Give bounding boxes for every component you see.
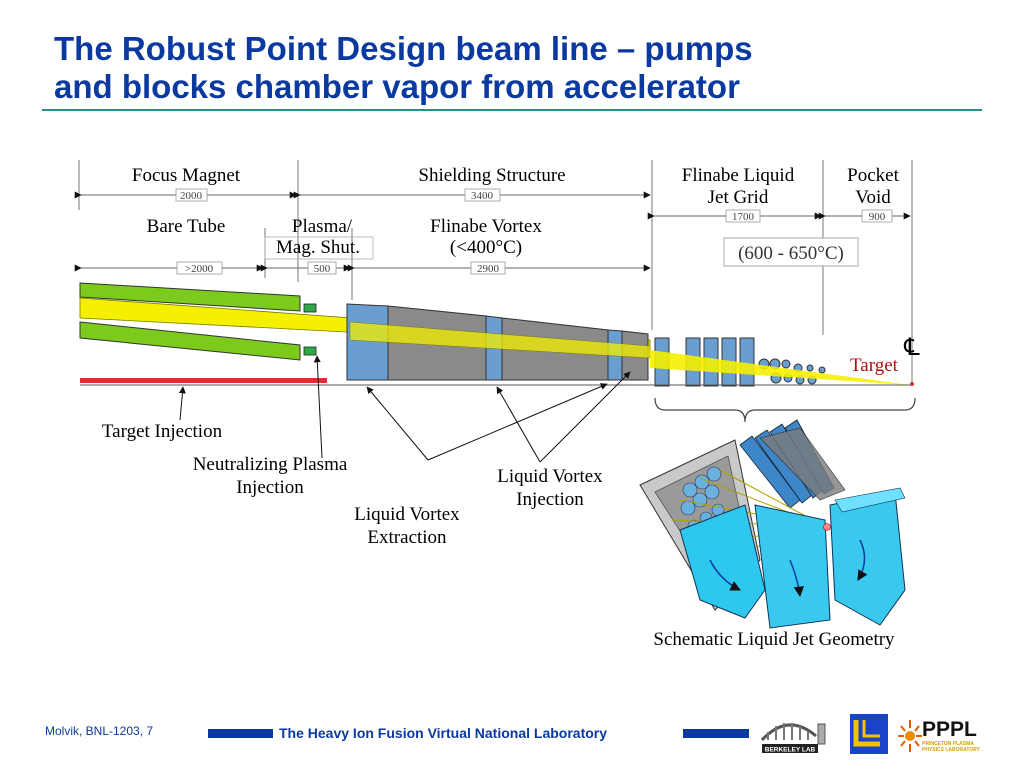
vortex-injection-label-line1: Liquid Vortex xyxy=(497,466,603,487)
title-rule xyxy=(42,109,982,111)
target-label: Target xyxy=(850,355,899,376)
pocket-void-label-line2: Void xyxy=(855,187,891,208)
vortex-label-line2: (<400°C) xyxy=(450,237,522,258)
top-dimension-lines xyxy=(74,191,911,220)
target-injection-rail xyxy=(80,378,327,383)
llnl-logo xyxy=(850,714,888,754)
slide-title-line2: and blocks chamber vapor from accelerato… xyxy=(54,68,740,105)
temperature-range: (600 - 650°C) xyxy=(738,243,844,264)
schematic-caption: Schematic Liquid Jet Geometry xyxy=(653,629,895,650)
pocket-void-label-line1: Pocket xyxy=(847,165,899,186)
footer-lab-name: The Heavy Ion Fusion Virtual National La… xyxy=(279,725,608,741)
temperature-box xyxy=(723,237,859,267)
plasma-length: 500 xyxy=(314,263,331,275)
berkeley-lab-logo: BERKELEY LAB xyxy=(760,723,826,754)
focus-magnet-label: Focus Magnet xyxy=(132,165,241,186)
slide-title: The Robust Point Design beam line – pump… xyxy=(54,30,994,106)
vortex-extraction-label-line2: Extraction xyxy=(367,527,447,548)
vortex-length: 2900 xyxy=(477,263,500,275)
shielding-length: 3400 xyxy=(471,190,494,202)
top-dimension-boxes xyxy=(175,188,893,223)
shielding-structure-label: Shielding Structure xyxy=(418,165,565,186)
bare-tube-length: >2000 xyxy=(185,263,214,275)
pppl-logo-subtext: PRINCETON PLASMA PHYSICS LABORATORY xyxy=(922,741,980,753)
slide-title-line1: The Robust Point Design beam line – pump… xyxy=(54,30,753,67)
pppl-logo-text: PPPL xyxy=(922,718,977,741)
pocket-void-length: 900 xyxy=(869,211,886,223)
vortex-injection-label-line2: Injection xyxy=(516,489,584,510)
jet-grid-label-line2: Jet Grid xyxy=(708,187,769,208)
target-injection-label: Target Injection xyxy=(102,421,223,442)
target-point xyxy=(910,382,914,386)
berkeley-lab-logo-text: BERKELEY LAB xyxy=(765,747,816,754)
neutralizing-label-line2: Injection xyxy=(236,477,304,498)
footer-bar-right xyxy=(683,729,749,738)
beam-to-target xyxy=(650,350,910,385)
focus-magnet-length: 2000 xyxy=(180,190,203,202)
focus-magnets xyxy=(79,282,317,361)
plasma-label-line1: Plasma/ xyxy=(292,216,353,237)
neutralizing-label-line1: Neutralizing Plasma xyxy=(193,454,348,475)
vortex-extraction-label-line1: Liquid Vortex xyxy=(354,504,460,525)
pppl-starburst-icon xyxy=(898,720,922,752)
footer-author: Molvik, BNL-1203, 7 xyxy=(45,724,154,738)
schematic-liquid-jet xyxy=(639,419,906,629)
plasma-label-box xyxy=(264,236,374,260)
sub-dimension-boxes xyxy=(176,261,506,275)
callout-lines xyxy=(178,355,631,463)
grid-bracket xyxy=(654,397,916,423)
jet-grid-length: 1700 xyxy=(732,211,755,223)
bare-tube-label: Bare Tube xyxy=(147,216,226,237)
footer-bar-left xyxy=(208,729,273,738)
jet-grid-label-line1: Flinabe Liquid xyxy=(682,165,795,186)
plasma-label-line2: Mag. Shut. xyxy=(276,237,360,258)
vortex-label-line1: Flinabe Vortex xyxy=(430,216,542,237)
centerline-symbol: ℄ xyxy=(903,335,920,361)
